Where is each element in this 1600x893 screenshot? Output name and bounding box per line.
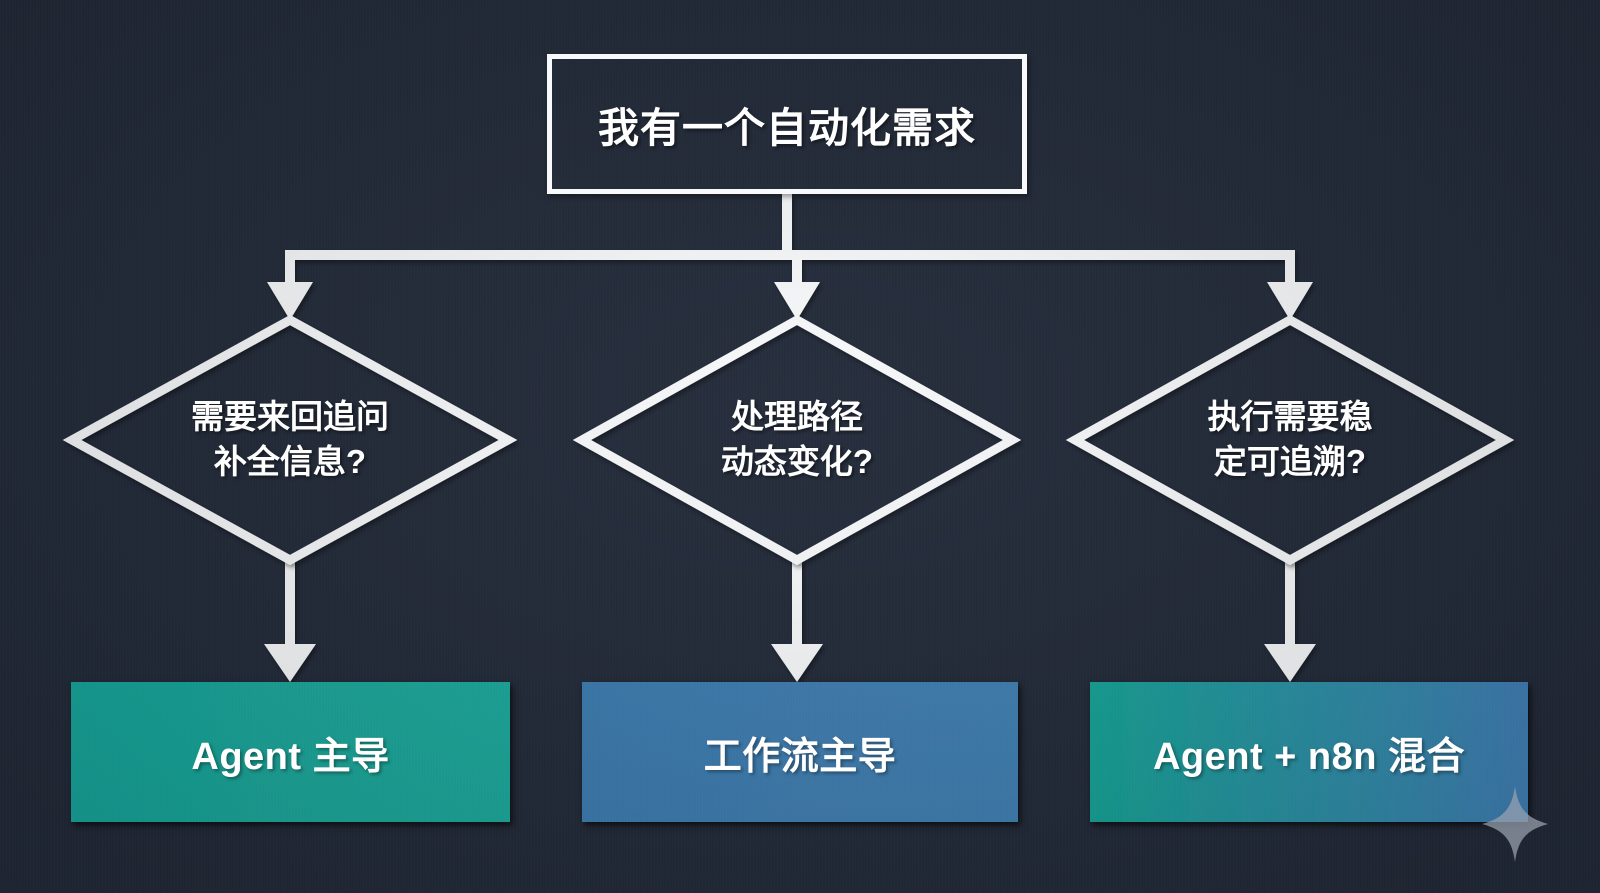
decision-shape-0: [62, 314, 518, 566]
outcome-shape-2: [1090, 682, 1528, 822]
connector-bus-to-decision-0: [267, 250, 313, 320]
decision-node-2-line2: 定可追溯?: [1213, 443, 1367, 480]
outcome-node-1-label: 工作流主导: [703, 735, 897, 778]
decision-node-1-label: 处理路径 动态变化?: [582, 320, 1012, 560]
outcome-node-0-label: Agent 主导: [191, 735, 390, 778]
connector-bus-to-decision-1: [774, 250, 820, 320]
outcome-node-1[interactable]: 工作流主导: [582, 682, 1018, 822]
outcome-shape-1: [582, 682, 1018, 822]
connector-decision-2-to-outcome-2: [1264, 560, 1316, 682]
outcome-node-2[interactable]: Agent + n8n 混合: [1090, 682, 1528, 822]
outcome-shape-0: [71, 682, 510, 822]
decision-node-0-line1: 需要来回追问: [191, 398, 389, 436]
connector-root-to-bus: [782, 194, 792, 254]
decision-node-0-label: 需要来回追问 补全信息?: [72, 320, 508, 560]
decision-node-2[interactable]: 执行需要稳 定可追溯?: [1075, 320, 1505, 560]
decision-node-2-line1: 执行需要稳: [1207, 398, 1373, 436]
decision-node-1-line1: 处理路径: [731, 398, 863, 436]
connector-bus-to-decision-2: [1267, 250, 1313, 320]
decision-shape-2: [1065, 314, 1515, 566]
outcome-node-2-label: Agent + n8n 混合: [1152, 735, 1466, 778]
decision-node-0[interactable]: 需要来回追问 补全信息?: [72, 320, 508, 560]
connector-decision-1-to-outcome-1: [771, 560, 823, 682]
decision-node-1[interactable]: 处理路径 动态变化?: [582, 320, 1012, 560]
outcome-node-0[interactable]: Agent 主导: [71, 682, 510, 822]
root-node-label: 我有一个自动化需求: [598, 105, 976, 151]
decision-node-1-line2: 动态变化?: [720, 443, 874, 480]
root-node[interactable]: 我有一个自动化需求: [547, 54, 1027, 194]
decision-shape-1: [572, 314, 1022, 566]
connector-decision-0-to-outcome-0: [264, 560, 316, 682]
decision-node-2-label: 执行需要稳 定可追溯?: [1075, 320, 1505, 560]
sparkle-icon: [1482, 786, 1548, 862]
decision-node-0-line2: 补全信息?: [213, 443, 367, 480]
connector-bus: [285, 250, 1295, 260]
